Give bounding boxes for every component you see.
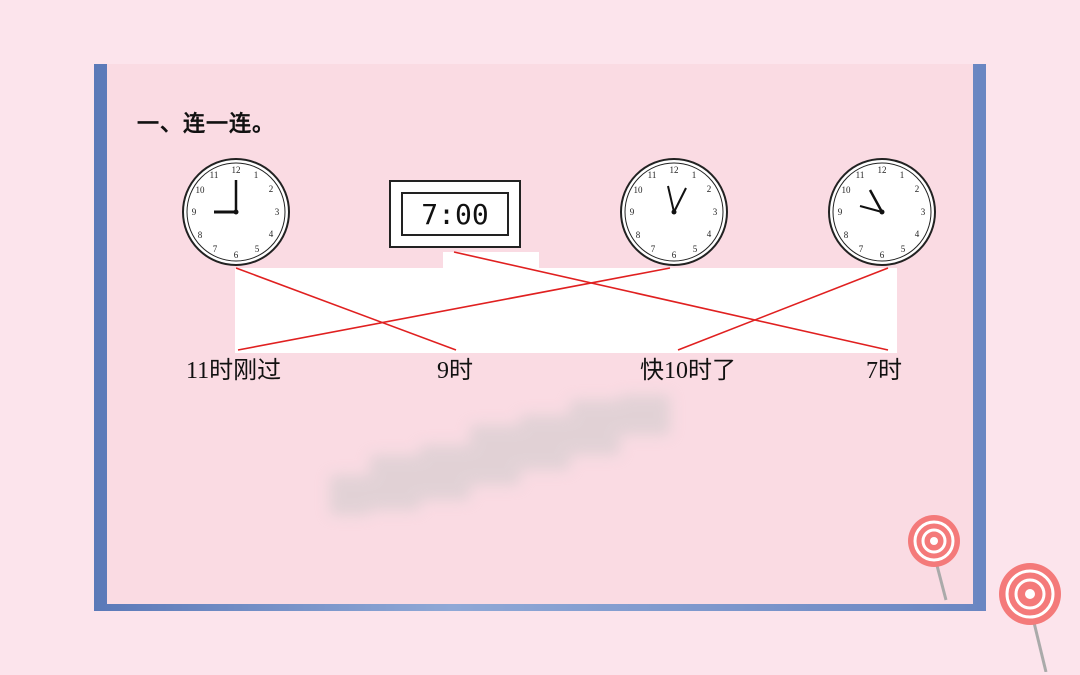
- svg-text:8: 8: [636, 230, 641, 240]
- svg-text:9: 9: [630, 207, 635, 217]
- svg-text:8: 8: [198, 230, 203, 240]
- match-line: [237, 267, 671, 351]
- analog-clock-icon: 12 12 3 45 6 78 9 10 11: [182, 158, 290, 266]
- svg-text:3: 3: [275, 207, 280, 217]
- svg-text:1: 1: [254, 170, 259, 180]
- svg-text:5: 5: [255, 244, 260, 254]
- svg-text:5: 5: [693, 244, 698, 254]
- svg-text:9: 9: [838, 207, 843, 217]
- svg-text:4: 4: [707, 229, 712, 239]
- svg-text:11: 11: [210, 170, 219, 180]
- svg-text:3: 3: [921, 207, 926, 217]
- svg-text:10: 10: [196, 185, 206, 195]
- blurred-watermark: [330, 395, 670, 515]
- answer-label-1: 11时刚过: [186, 358, 282, 384]
- answer-label-4: 7时: [866, 358, 902, 384]
- svg-text:4: 4: [269, 229, 274, 239]
- svg-text:7: 7: [213, 244, 218, 254]
- svg-text:11: 11: [856, 170, 865, 180]
- answer-area: [235, 268, 897, 353]
- svg-text:7: 7: [651, 244, 656, 254]
- svg-text:6: 6: [880, 250, 885, 260]
- answer-label-3: 快10时了: [640, 358, 736, 384]
- svg-text:12: 12: [878, 165, 887, 175]
- svg-text:1: 1: [900, 170, 905, 180]
- svg-text:1: 1: [692, 170, 697, 180]
- svg-text:9: 9: [192, 207, 197, 217]
- match-line: [453, 251, 889, 351]
- svg-text:10: 10: [842, 185, 852, 195]
- svg-text:11: 11: [648, 170, 657, 180]
- digital-clock-display: 7:00: [401, 192, 509, 236]
- lollipop-icon: [999, 563, 1061, 672]
- svg-text:2: 2: [269, 184, 274, 194]
- svg-text:8: 8: [844, 230, 849, 240]
- svg-text:3: 3: [713, 207, 718, 217]
- answer-label-2: 9时: [437, 358, 473, 384]
- svg-text:10: 10: [634, 185, 644, 195]
- svg-text:6: 6: [672, 250, 677, 260]
- svg-text:6: 6: [234, 250, 239, 260]
- exercise-title: 一、连一连。: [137, 112, 276, 137]
- svg-text:2: 2: [915, 184, 920, 194]
- svg-text:4: 4: [915, 229, 920, 239]
- analog-clock-icon: 12 12 3 45 6 78 9 10 11: [620, 158, 728, 266]
- match-line: [677, 267, 889, 351]
- svg-text:7: 7: [859, 244, 864, 254]
- svg-text:2: 2: [707, 184, 712, 194]
- svg-text:12: 12: [670, 165, 679, 175]
- lollipop-icon: [908, 515, 960, 601]
- match-line: [235, 267, 457, 351]
- digital-clock-icon: 7:00: [389, 180, 521, 248]
- analog-clock-icon: 12 12 3 45 6 78 9 10 11: [828, 158, 936, 266]
- svg-text:5: 5: [901, 244, 906, 254]
- svg-text:12: 12: [232, 165, 241, 175]
